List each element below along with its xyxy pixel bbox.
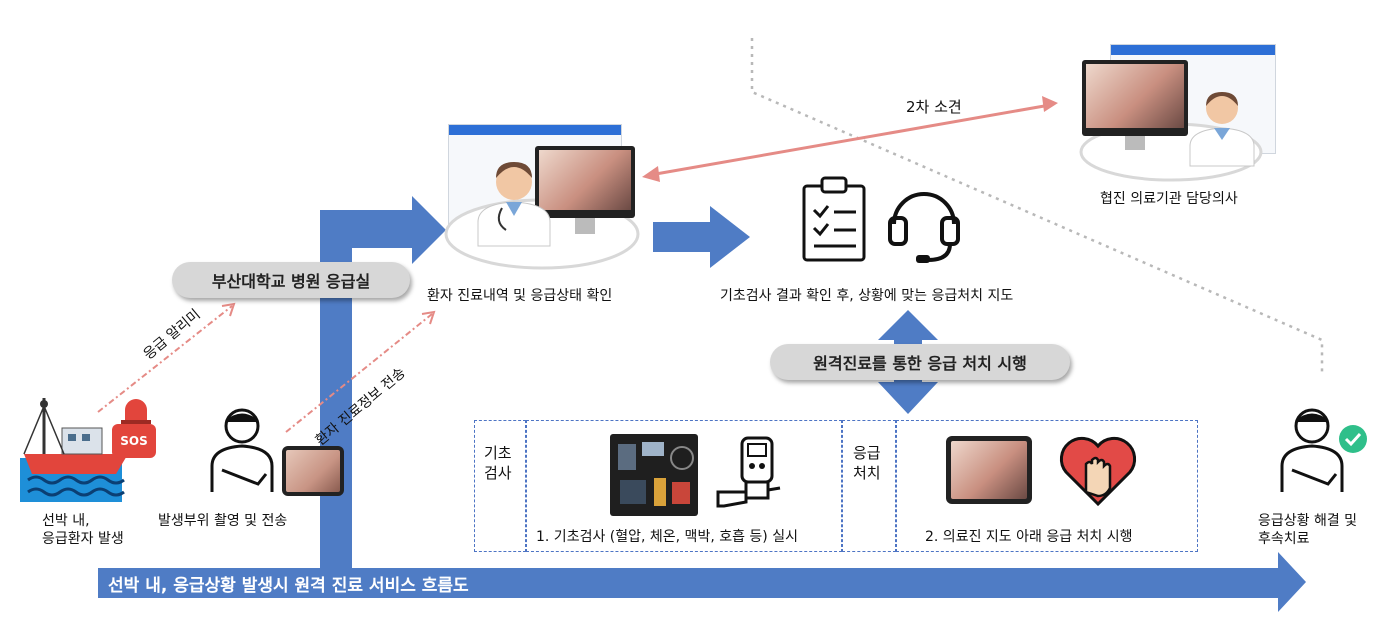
medical-kit-image [610,434,698,516]
coop-doctor-label: 협진 의료기관 담당의사 [1100,191,1238,207]
doctor-monitor [535,146,635,218]
coop-backdrop-header [1111,45,1275,55]
sos-text: SOS [120,434,148,448]
ship-label-line1: 선박 내, [42,513,90,529]
treatment-tablet [946,436,1032,504]
backdrop-header [449,125,621,135]
resolved-label-line2: 후속치료 [1258,531,1310,547]
checklist-icon [802,176,866,262]
kit-item-4 [620,480,646,504]
emergency-tag-box [842,420,896,552]
check-icon [1339,425,1367,453]
remote-treatment-pill-label: 원격진료를 통한 응급 처치 시행 [813,354,1027,373]
capture-label: 발생부위 촬영 및 전송 [158,513,288,529]
cpr-heart-icon [1059,436,1137,507]
injured-person-icon [210,408,274,492]
kit-item-3 [670,446,694,470]
monitor-stand [575,218,595,234]
doctor-check-label: 환자 진료내역 및 응급상태 확인 [427,288,613,304]
siren-icon [121,399,151,424]
remote-treatment-pill: 원격진료를 통한 응급 처치 시행 [770,344,1070,380]
recovered-patient-icon [1280,408,1344,492]
guidance-label: 기초검사 결과 확인 후, 상황에 맞는 응급처치 지도 [720,288,1014,304]
headset-icon [888,192,960,263]
kit-item-6 [672,482,690,504]
kit-item-2 [642,442,664,456]
basic-tag-box [474,420,526,552]
kit-item-5 [654,478,666,506]
kit-item-1 [618,444,636,470]
doctor-icon [477,162,551,247]
hospital-pill: 부산대학교 병원 응급실 [172,262,410,298]
sos-badge: SOS [112,424,156,458]
emergency-tag-line1: 응급 [853,444,881,462]
doctor-monitor-screen [539,150,631,210]
capture-tablet [282,446,344,496]
ship-icon [20,398,128,502]
basic-tag-line2: 검사 [484,464,512,482]
flow-title: 선박 내, 응급상황 발생시 원격 진료 서비스 흐름도 [108,576,469,596]
pulse-oximeter-icon [716,436,781,508]
basic-step-label: 1. 기초검사 (혈압, 체온, 맥박, 호흡 등) 실시 [536,529,798,545]
hospital-pill-label: 부산대학교 병원 응급실 [211,272,371,291]
coop-monitor [1082,60,1188,136]
coop-doctor-icon [1189,92,1255,167]
second-opinion-label: 2차 소견 [906,98,962,116]
basic-tag-line1: 기초 [484,444,512,462]
resolved-label-line1: 응급상황 해결 및 [1258,513,1358,529]
emergency-tag-line2: 처치 [853,464,881,482]
emergency-step-label: 2. 의료진 지도 아래 응급 처치 시행 [925,529,1133,545]
ship-label-line2: 응급환자 발생 [42,531,124,547]
treatment-tablet-screen [951,441,1027,499]
coop-monitor-screen [1086,64,1184,128]
coop-monitor-stand [1125,136,1145,150]
basic-step-box [526,420,842,552]
emergency-step-box [896,420,1198,552]
tablet-screen [286,450,340,492]
